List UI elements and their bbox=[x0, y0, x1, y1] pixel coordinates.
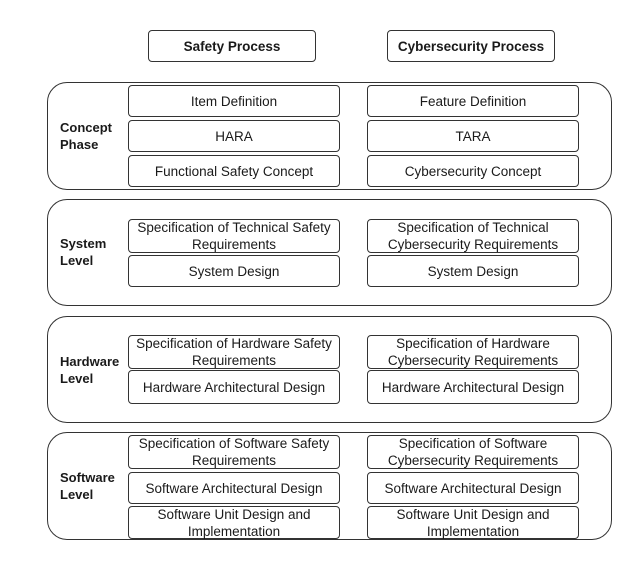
phase-label-line2: Phase bbox=[60, 137, 99, 152]
cyber-step: System Design bbox=[367, 255, 579, 287]
phase-label-line1: Concept bbox=[60, 120, 112, 135]
safety-process-header: Safety Process bbox=[148, 30, 316, 62]
phase-label: Concept Phase bbox=[60, 119, 112, 153]
cyber-step: Specification of Technical Cybersecurity… bbox=[367, 219, 579, 253]
cyber-step: Software Architectural Design bbox=[367, 472, 579, 504]
phase-hardware: Hardware Level Specification of Hardware… bbox=[47, 316, 612, 423]
safety-step: Specification of Technical Safety Requir… bbox=[128, 219, 340, 253]
phase-system: System Level Specification of Technical … bbox=[47, 199, 612, 306]
phase-label-line1: System bbox=[60, 236, 107, 251]
safety-step: Functional Safety Concept bbox=[128, 155, 340, 187]
phase-label-line1: Software bbox=[60, 470, 115, 485]
safety-step: Specification of Hardware Safety Require… bbox=[128, 335, 340, 369]
cyber-step: Feature Definition bbox=[367, 85, 579, 117]
phase-label-line1: Hardware bbox=[60, 354, 120, 369]
phase-label: Software Level bbox=[60, 469, 115, 503]
phase-software: Software Level Specification of Software… bbox=[47, 432, 612, 540]
phase-concept: Concept Phase Item Definition HARA Funct… bbox=[47, 82, 612, 190]
cybersecurity-process-header: Cybersecurity Process bbox=[387, 30, 555, 62]
safety-step: Specification of Software Safety Require… bbox=[128, 435, 340, 469]
safety-step: Software Architectural Design bbox=[128, 472, 340, 504]
phase-label-line2: Level bbox=[60, 487, 94, 502]
phase-label-line2: Level bbox=[60, 253, 94, 268]
phase-label: Hardware Level bbox=[60, 353, 119, 387]
cyber-step: Software Unit Design and Implementation bbox=[367, 506, 579, 539]
cyber-step: Specification of Software Cybersecurity … bbox=[367, 435, 579, 469]
cyber-step: Specification of Hardware Cybersecurity … bbox=[367, 335, 579, 369]
safety-step: Hardware Architectural Design bbox=[128, 370, 340, 404]
safety-step: System Design bbox=[128, 255, 340, 287]
cyber-step: Cybersecurity Concept bbox=[367, 155, 579, 187]
cyber-step: Hardware Architectural Design bbox=[367, 370, 579, 404]
cyber-step: TARA bbox=[367, 120, 579, 152]
safety-step: Item Definition bbox=[128, 85, 340, 117]
phase-label-line2: Level bbox=[60, 371, 94, 386]
safety-step: Software Unit Design and Implementation bbox=[128, 506, 340, 539]
safety-step: HARA bbox=[128, 120, 340, 152]
phase-label: System Level bbox=[60, 235, 106, 269]
